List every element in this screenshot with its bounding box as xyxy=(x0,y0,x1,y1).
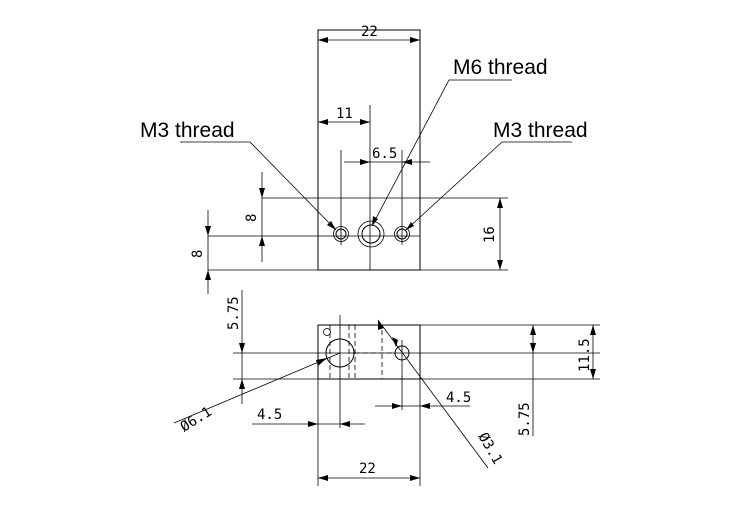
m3-hole-left xyxy=(335,228,347,240)
dim-bottom-right-lower: 5.75 xyxy=(517,402,533,436)
callout-m3-left: M3 thread xyxy=(140,119,235,142)
dim-top-inner-height: 8 xyxy=(244,214,260,222)
bottom-view-block xyxy=(317,324,421,380)
dim-diameter-large: Ø6.1 xyxy=(178,404,215,435)
dim-bottom-width: 22 xyxy=(359,461,376,477)
dim-bottom-right-width: 4.5 xyxy=(446,390,471,406)
m6-hole xyxy=(361,224,381,244)
dim-diameter-small: Ø3.1 xyxy=(475,430,506,467)
callout-m3-right: M3 thread xyxy=(493,119,588,142)
m3-hole-right xyxy=(396,228,408,240)
callout-m6: M6 thread xyxy=(453,56,548,79)
top-view: 22 11 6.5 8 8 16 M3 thread M6 thread xyxy=(140,24,588,294)
dim-bottom-right-height: 11.5 xyxy=(577,338,593,372)
bottom-view: 5.75 11.5 5.75 4.5 4.5 22 Ø6.1 xyxy=(173,290,600,486)
dim-top-spacing: 6.5 xyxy=(372,146,397,162)
dim-top-width: 22 xyxy=(361,24,378,40)
dim-top-offset: 11 xyxy=(336,106,353,122)
dim-top-outer-height: 8 xyxy=(190,250,206,258)
dim-top-height: 16 xyxy=(482,226,498,243)
dim-bottom-left-height: 5.75 xyxy=(226,296,242,330)
dim-bottom-left-width: 4.5 xyxy=(257,407,282,423)
